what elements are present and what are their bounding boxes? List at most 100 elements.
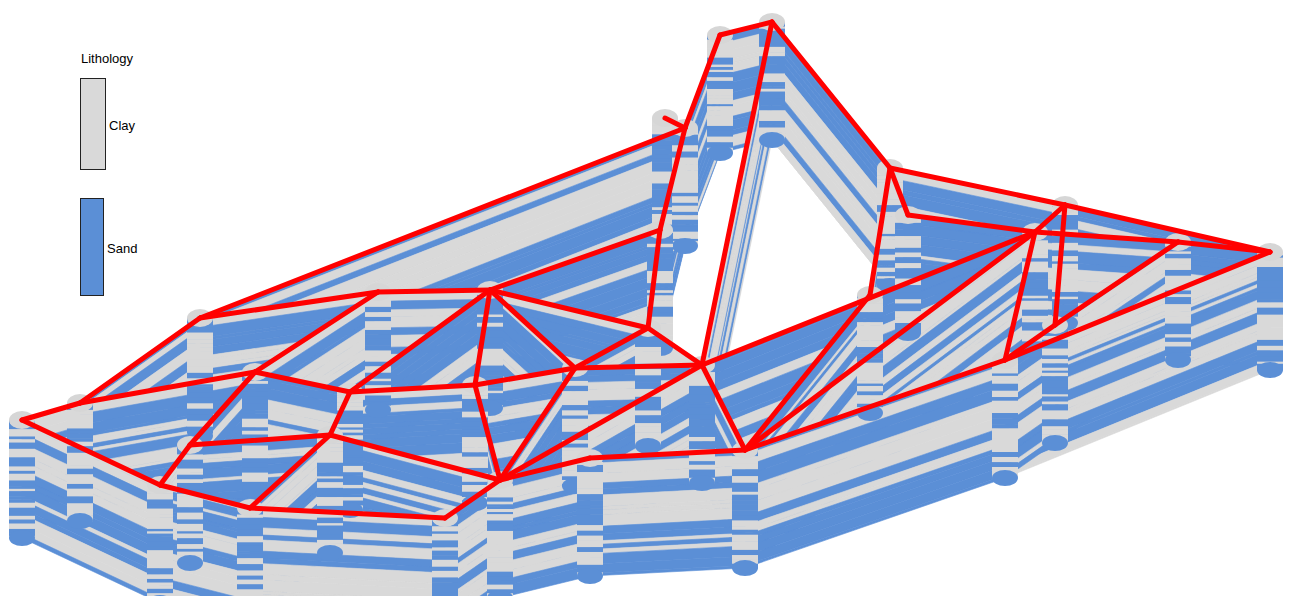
- borehole-band: [487, 557, 513, 563]
- fence-band: [22, 525, 160, 596]
- borehole-base: [707, 145, 733, 161]
- borehole-band: [1257, 340, 1283, 346]
- borehole-band: [477, 372, 503, 376]
- borehole-band: [147, 511, 173, 515]
- borehole-band: [1042, 404, 1068, 411]
- borehole-band: [707, 126, 733, 131]
- borehole-band: [1042, 413, 1068, 420]
- borehole-band: [487, 550, 513, 557]
- borehole-band: [1257, 308, 1283, 315]
- fence-band: [745, 330, 1035, 557]
- borehole-band: [1257, 274, 1283, 281]
- borehole-band: [365, 307, 391, 313]
- borehole-base: [1042, 435, 1068, 451]
- borehole-base: [1165, 352, 1191, 368]
- correlation-line: [475, 368, 575, 385]
- borehole-band: [177, 538, 203, 544]
- borehole-band: [9, 431, 35, 436]
- borehole-band: [487, 494, 513, 498]
- borehole-band: [895, 245, 921, 248]
- borehole-band: [732, 526, 758, 530]
- borehole-band: [1257, 299, 1283, 303]
- borehole-band: [432, 571, 458, 578]
- borehole-band: [317, 518, 343, 524]
- borehole-band: [672, 138, 698, 145]
- borehole-band: [242, 453, 268, 458]
- borehole-band: [672, 232, 698, 236]
- borehole-band: [992, 452, 1018, 457]
- borehole-band: [9, 496, 35, 500]
- borehole-band: [147, 589, 173, 594]
- borehole-band: [487, 490, 513, 495]
- correlation-line: [22, 420, 160, 485]
- borehole-band: [242, 467, 268, 473]
- borehole-band: [462, 452, 488, 457]
- borehole-band: [487, 577, 513, 581]
- correlation-line: [350, 385, 475, 392]
- borehole-band: [147, 568, 173, 575]
- borehole-band: [187, 393, 213, 398]
- borehole-band: [187, 343, 213, 348]
- borehole-band: [1022, 247, 1048, 252]
- borehole-band: [9, 474, 35, 481]
- borehole-band: [577, 547, 603, 552]
- borehole-band: [147, 564, 173, 569]
- borehole-band: [759, 37, 785, 43]
- borehole-band: [67, 459, 93, 466]
- borehole-band: [707, 48, 733, 52]
- borehole-band: [317, 501, 343, 507]
- borehole-band: [477, 366, 503, 373]
- borehole-band: [147, 505, 173, 510]
- borehole-band: [759, 98, 785, 105]
- correlation-line: [1178, 242, 1270, 252]
- borehole-band: [147, 585, 173, 589]
- borehole-band: [689, 461, 715, 465]
- borehole-band: [187, 409, 213, 415]
- borehole-band: [895, 299, 921, 304]
- borehole-band: [487, 521, 513, 525]
- fence-band: [745, 466, 1005, 565]
- borehole-band: [1022, 283, 1048, 290]
- borehole-band: [147, 536, 173, 542]
- borehole-band: [672, 215, 698, 220]
- borehole-band: [477, 323, 503, 327]
- borehole-band: [635, 415, 661, 419]
- correlation-line: [745, 360, 1005, 450]
- borehole-band: [577, 531, 603, 536]
- borehole-base: [689, 475, 715, 491]
- borehole-band: [242, 419, 268, 423]
- borehole-band: [672, 189, 698, 194]
- borehole-band: [67, 491, 93, 496]
- fence-band: [772, 130, 890, 286]
- borehole-band: [672, 179, 698, 184]
- correlation-line: [255, 372, 350, 392]
- borehole-band: [732, 486, 758, 492]
- borehole-band: [672, 227, 698, 233]
- borehole-band: [337, 424, 363, 428]
- borehole-band: [992, 397, 1018, 401]
- borehole-band: [1257, 346, 1283, 351]
- borehole-band: [487, 563, 513, 570]
- correlation-line: [1055, 205, 1065, 325]
- borehole-band: [317, 451, 343, 457]
- borehole-band: [992, 424, 1018, 429]
- borehole-band: [992, 413, 1018, 419]
- borehole-band: [187, 355, 213, 359]
- borehole-band: [562, 419, 588, 426]
- borehole-band: [365, 345, 391, 351]
- borehole-band: [242, 410, 268, 413]
- borehole-band: [177, 552, 203, 556]
- borehole-band: [647, 258, 673, 265]
- correlation-line: [1035, 205, 1065, 232]
- borehole-band: [857, 371, 883, 378]
- borehole-band: [365, 321, 391, 328]
- legend-title: Lithology: [81, 51, 133, 66]
- borehole-band: [237, 530, 263, 537]
- legend-swatch: [80, 198, 104, 296]
- borehole-band: [177, 475, 203, 480]
- borehole-band: [1052, 243, 1078, 249]
- borehole-band: [707, 110, 733, 116]
- borehole-band: [242, 463, 268, 468]
- borehole-band: [992, 428, 1018, 434]
- borehole-band: [462, 447, 488, 453]
